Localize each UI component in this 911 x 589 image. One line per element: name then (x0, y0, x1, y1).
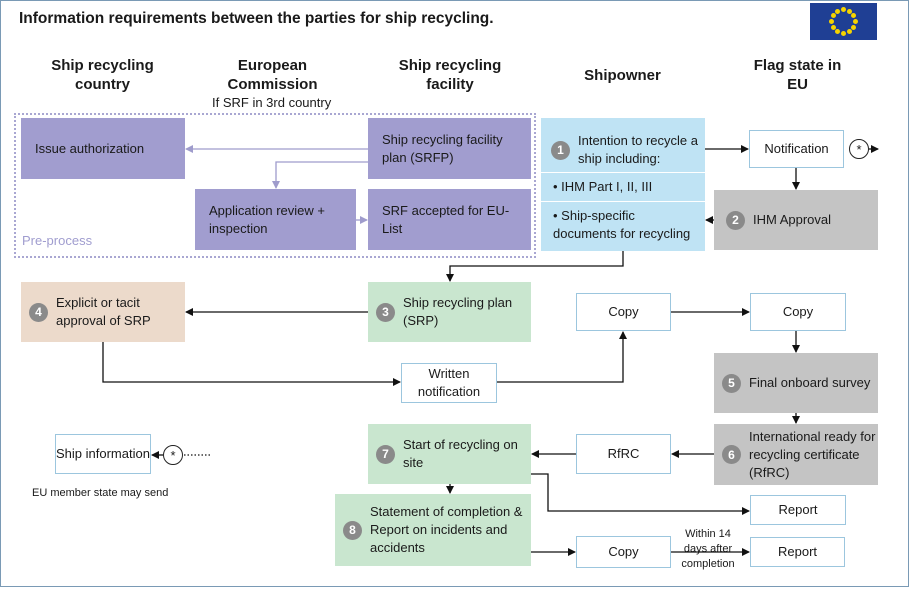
ihm-part-text: • IHM Part I, II, III (553, 179, 653, 194)
issue-authorization-text: Issue authorization (35, 140, 145, 156)
arrow-shipowner-to-srp (446, 251, 624, 282)
divider (541, 201, 705, 202)
report-2-text: Report (777, 544, 818, 559)
copy-1-text: Copy (608, 304, 639, 319)
report-box-2: Report (750, 537, 845, 567)
asterisk-icon: * (849, 139, 869, 159)
eu-flag-icon (810, 3, 877, 40)
arrow-srfp-to-review (272, 161, 368, 189)
report-1-text: Report (778, 502, 818, 517)
srfp-box: Ship recycling facility plan (SRFP) (368, 118, 531, 179)
flag-star (847, 8, 852, 14)
written-notification-box: Written notification (401, 363, 497, 403)
copy-box-3: Copy (576, 536, 671, 568)
final-survey-text: Final onboard survey (749, 375, 871, 390)
flag-star (851, 13, 857, 18)
diagram-title: Information requirements between the par… (19, 10, 494, 27)
srf-accepted-box: SRF accepted for EU-List (368, 189, 531, 250)
intention-box (541, 118, 705, 251)
srf-accepted-text: SRF accepted for EU-List (382, 202, 510, 236)
step-6-badge: 6 (722, 445, 741, 464)
header-ship-recycling-facility: Ship recycling facility (398, 57, 502, 93)
application-review-box: Application review + inspection (195, 189, 356, 250)
application-review-text: Application review + inspection (209, 202, 325, 236)
copy-3-text: Copy (608, 544, 639, 559)
step-8-badge: 8 (343, 520, 362, 540)
srfp-text: Ship recycling facility plan (SRFP) (382, 131, 503, 165)
divider (541, 172, 705, 173)
eu-member-note: EU member state may send (32, 487, 169, 499)
asterisk-symbol: * (170, 447, 176, 463)
flag-star (835, 29, 840, 35)
ship-information-text: Ship information (56, 446, 150, 461)
ihm-part-item: • IHM Part I, II, III (553, 176, 703, 198)
issue-authorization-box: Issue authorization (21, 118, 185, 179)
step-5-badge: 5 (722, 373, 741, 393)
flag-star (841, 7, 846, 12)
step-2-badge: 2 (726, 210, 745, 230)
flag-star (851, 25, 857, 30)
srp-text: Ship recycling plan (SRP) (403, 295, 513, 328)
international-cert-text: International ready for recycling certif… (749, 428, 876, 480)
flag-star (847, 29, 852, 35)
report-box-1: Report (750, 495, 846, 525)
step-7-badge: 7 (376, 444, 395, 464)
statement-text: Statement of completion & Report on inci… (370, 504, 523, 555)
pre-process-label: Pre-process (22, 233, 93, 248)
srp-box: 3 Ship recycling plan (SRP) (368, 282, 531, 342)
final-survey-box: 5 Final onboard survey (714, 353, 878, 413)
header-ship-recycling-country: Ship recycling country (51, 57, 154, 93)
intention-row: 1 Intention to recycle a ship including: (551, 130, 701, 170)
flag-star (830, 13, 836, 18)
step-3-badge: 3 (376, 302, 395, 322)
ship-information-box: Ship information (55, 434, 151, 474)
arrow-written-to-copy (497, 331, 627, 383)
step-1-badge: 1 (551, 140, 570, 160)
intention-text: Intention to recycle a ship including: (578, 133, 698, 166)
copy-2-text: Copy (782, 304, 814, 319)
copy-box-1: Copy (576, 293, 671, 331)
ihm-approval-box: 2 IHM Approval (714, 190, 878, 250)
pre-process-area (14, 113, 536, 258)
rfrc-box: RfRC (576, 434, 671, 474)
rfrc-text: RfRC (607, 446, 640, 461)
flag-star (829, 19, 834, 24)
ship-docs-text: • Ship-specific documents for recycling (553, 208, 691, 241)
header-european-commission: European Commission (227, 57, 318, 93)
asterisk-icon: * (163, 445, 183, 465)
header-ec-subtitle: If SRF in 3rd country (212, 95, 332, 110)
written-notification-text: Written notification (417, 366, 481, 399)
international-cert-box: 6 International ready for recycling cert… (714, 424, 878, 485)
flag-star (835, 8, 840, 14)
header-shipowner: Shipowner (584, 67, 661, 84)
flag-star (853, 19, 858, 24)
statement-box: 8 Statement of completion & Report on in… (335, 494, 531, 566)
flag-star (841, 31, 846, 36)
start-recycling-text: Start of recycling on site (403, 437, 518, 470)
flag-star (830, 25, 836, 30)
ihm-approval-text: IHM Approval (753, 212, 832, 227)
arrow-start-to-report (531, 473, 750, 515)
asterisk-symbol: * (856, 141, 862, 157)
notification-box: Notification (749, 130, 844, 168)
header-flag-state: Flag state in EU (753, 57, 842, 93)
ship-docs-item: • Ship-specific documents for recycling (553, 205, 701, 245)
start-recycling-box: 7 Start of recycling on site (368, 424, 531, 484)
notification-text: Notification (764, 141, 829, 156)
copy-box-2: Copy (750, 293, 846, 331)
arrow-approval-to-written (102, 342, 401, 386)
explicit-approval-box: 4 Explicit or tacit approval of SRP (21, 282, 185, 342)
explicit-approval-text: Explicit or tacit approval of SRP (56, 295, 151, 328)
step-4-badge: 4 (29, 302, 48, 322)
